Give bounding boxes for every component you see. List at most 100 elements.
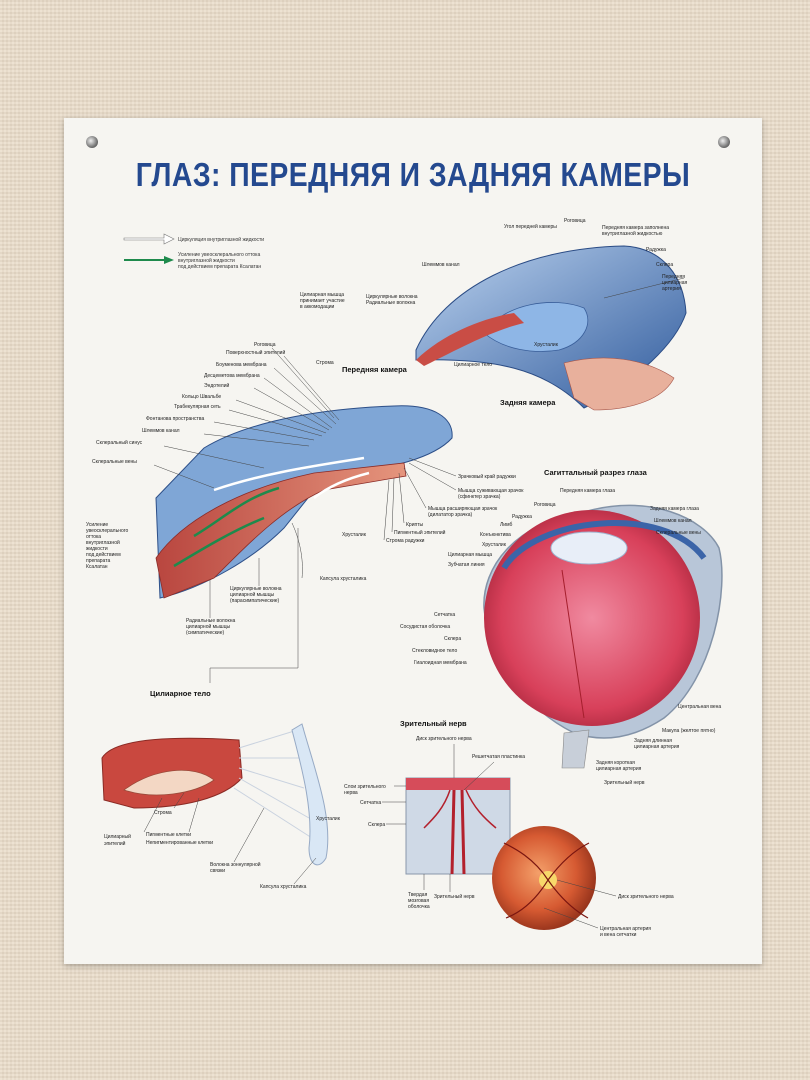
cil-label-1: Цилиарный: [104, 833, 131, 840]
opt-label-8: оболочка: [408, 904, 430, 910]
opt-label-1: Решетчатая пластинка: [472, 754, 525, 760]
legend-item-2-line3: под действием препарата Ксалатан: [178, 263, 261, 270]
angle-label-0: Роговица: [254, 342, 276, 348]
opt-label-3: нерва: [344, 790, 358, 796]
label-lens: Хрусталик: [534, 342, 559, 348]
angle-label-5: Кольцо Швальбе: [182, 394, 221, 400]
legend-item-2-line1: Усиление увеосклерального оттока: [178, 252, 260, 258]
cil-label-2: эпителий: [104, 840, 126, 847]
sagittal-labels-top: Роговица Передняя камера глаза Задняя ка…: [534, 488, 701, 536]
angle-label-3: Десцеметова мембрана: [204, 373, 260, 379]
optic-labels: Диск зрительного нерва Решетчатая пласти…: [344, 736, 674, 938]
anatomy-diagram: Циркуляция внутриглазной жидкости Усилен…: [86, 218, 723, 938]
cil-label-7: Хрусталик: [316, 816, 341, 822]
label-muscle-3: в аккомодации: [300, 304, 335, 310]
circ-fibers-3: (парасимпатические): [230, 598, 280, 604]
ciliary-header: Цилиарное тело: [150, 689, 211, 698]
right-label-0: Зрачковый край радужки: [458, 473, 516, 480]
cil-label-8: Капсула хрусталика: [260, 884, 307, 890]
label-muscle-1: Цилиарная мышца: [300, 292, 344, 298]
rad-fibers-3: (симпатические): [186, 630, 225, 636]
anterior-segment-labels: Угол передней камеры Роговица Передняя к…: [300, 218, 687, 407]
label-artery-3: артерия: [662, 286, 681, 292]
sag-side-3: Стекловидное тело: [412, 648, 458, 654]
right-label-6: Пигментный эпителий: [394, 529, 446, 536]
pin-right: [718, 136, 730, 148]
legend-arrow-white: [123, 233, 175, 245]
label-ant-chamber-1: Передняя камера заполнена: [602, 225, 669, 231]
sagittal-labels-bottom: Центральная вена Макула (желтое пятно) З…: [596, 704, 721, 786]
sagittal-labels-side: Сетчатка Сосудистая оболочка Склера Стек…: [400, 612, 467, 666]
opt-label-5: Склера: [368, 822, 385, 828]
right-label-2: (сфинктер зрачка): [458, 494, 501, 500]
optic-header: Зрительный нерв: [400, 719, 467, 728]
cil-label-0: Строма: [154, 810, 172, 816]
anterior-segment-illustration: [415, 245, 687, 411]
legend-item-1: Циркуляция внутриглазной жидкости: [178, 236, 264, 243]
right-label-1: Мышца суживающая зрачок: [458, 488, 524, 494]
left-label-5: под действием: [86, 551, 121, 558]
fundus-label-2: и вена сетчатки: [600, 932, 637, 938]
rad-fibers-2: цилиарной мышцы: [186, 623, 231, 630]
opt-label-7: мозговая: [408, 898, 429, 904]
opt-label-2: Слои зрительного: [344, 784, 386, 790]
left-label-3: внутриглазной: [86, 539, 120, 546]
sag-top-3: Шлеммов канал: [654, 518, 692, 524]
sagittal-illustration: [483, 504, 723, 769]
angle-label-stroma: Строма: [316, 360, 334, 366]
sag-left-2: Конъюнктива: [480, 532, 511, 538]
sag-bottom-6: Зрительный нерв: [604, 779, 645, 786]
label-artery-1: Передняя: [662, 274, 685, 280]
angle-label-9: Склеральный синус: [96, 439, 143, 446]
ciliary-illustration: [101, 723, 329, 866]
angle-label-8: Шлеммов канал: [142, 428, 180, 434]
angle-label-6: Трабекулярная сеть: [174, 404, 221, 410]
angle-label-capsule: Капсула хрусталика: [320, 576, 367, 582]
angle-label-4: Эндотелий: [204, 382, 230, 389]
label-sclera: Склера: [656, 262, 673, 268]
sag-bottom-0: Центральная вена: [678, 704, 721, 710]
sag-side-0: Сетчатка: [434, 612, 455, 618]
angle-labels-right: Зрачковый край радужки Мышца суживающая …: [383, 457, 524, 544]
rad-fibers-1: Радиальные волокна: [186, 618, 235, 624]
angle-labels-top: Роговица Поверхностный эпителий Боуменов…: [92, 342, 340, 489]
right-label-7: Строма радужки: [386, 538, 425, 544]
label-circ-fibers: Циркулярные волокна: [366, 294, 418, 300]
anterior-chamber-header: Передняя камера: [342, 365, 408, 374]
sag-left-1: Лимб: [500, 522, 512, 528]
sag-side-1: Сосудистая оболочка: [400, 624, 450, 630]
circ-fibers-2: цилиарной мышцы: [230, 591, 275, 598]
sag-left-3: Хрусталик: [482, 542, 507, 548]
sag-bottom-5: цилиарная артерия: [596, 766, 642, 772]
angle-label-7: Фонтанова пространства: [146, 416, 204, 422]
legend: Циркуляция внутриглазной жидкости Усилен…: [123, 233, 264, 270]
angle-label-lens: Хрусталик: [342, 532, 367, 538]
label-rad-fibers: Радиальные волокна: [366, 300, 415, 306]
label-schlemm: Шлеммов канал: [422, 262, 460, 268]
sag-top-1: Передняя камера глаза: [560, 488, 615, 494]
sag-left-0: Радужка: [512, 514, 532, 520]
fundus-label-1: Центральная артерия: [600, 926, 651, 932]
sag-bottom-1: Макула (желтое пятно): [662, 728, 716, 734]
sag-left-5: Зубчатая линия: [448, 562, 485, 568]
sag-left-4: Цилиарная мышца: [448, 552, 492, 558]
sag-top-0: Роговица: [534, 502, 556, 508]
label-ant-chamber-2: внутриглазной жидкостью: [602, 230, 663, 237]
left-label-7: Ксалатан: [86, 564, 108, 570]
sagittal-labels-left: Радужка Лимб Конъюнктива Хрусталик Цилиа…: [448, 514, 532, 568]
pin-left: [86, 136, 98, 148]
sagittal-header: Сагиттальный разрез глаза: [544, 468, 648, 477]
opt-label-6: Твердая: [408, 892, 428, 898]
angle-illustration: [155, 405, 453, 599]
poster-title: ГЛАЗ: ПЕРЕДНЯЯ И ЗАДНЯЯ КАМЕРЫ: [135, 156, 691, 193]
label-muscle-2: принимает участие: [300, 298, 345, 304]
cil-label-3: Пигментные клетки: [146, 832, 191, 838]
opt-label-0: Диск зрительного нерва: [416, 736, 472, 742]
sag-bottom-2: Задняя длинная: [634, 738, 672, 744]
sag-top-2: Задняя камера глаза: [650, 506, 699, 512]
optic-illustration: [405, 777, 596, 930]
cil-label-6: связки: [210, 868, 225, 874]
sag-side-2: Склера: [444, 636, 461, 642]
right-label-4: (дилататор зрачка): [428, 512, 472, 518]
left-label-6: препарата: [86, 558, 110, 564]
